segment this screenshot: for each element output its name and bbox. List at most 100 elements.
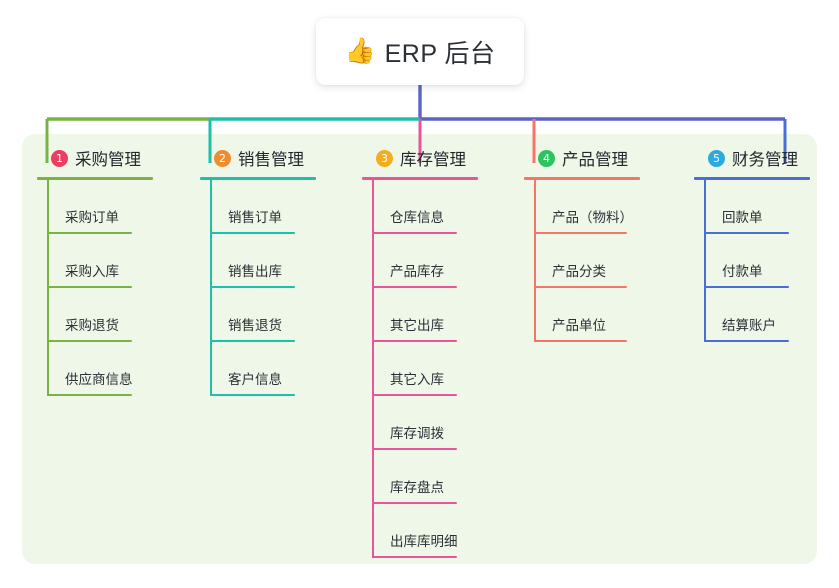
leaf-underline bbox=[534, 231, 627, 234]
leaf-label: 回款单 bbox=[722, 209, 763, 225]
leaf-label: 客户信息 bbox=[228, 371, 282, 387]
leaf-item[interactable]: 销售订单 bbox=[200, 180, 316, 234]
leaf-label: 库存调拨 bbox=[390, 425, 444, 441]
branch-title: 产品管理 bbox=[562, 151, 628, 169]
branch-column-1: 1 采购管理采购订单采购入库采购退货供应商信息 bbox=[37, 145, 153, 396]
leaf-item[interactable]: 供应商信息 bbox=[37, 342, 153, 396]
leaf-underline bbox=[47, 285, 132, 288]
branch-spine bbox=[47, 179, 49, 396]
leaf-underline bbox=[372, 339, 457, 342]
leaf-label: 采购入库 bbox=[65, 263, 119, 279]
leaf-label: 销售退货 bbox=[228, 317, 282, 333]
leaf-item[interactable]: 付款单 bbox=[694, 234, 810, 288]
branch-header-4[interactable]: 4 产品管理 bbox=[524, 145, 640, 171]
leaf-item[interactable]: 销售出库 bbox=[200, 234, 316, 288]
leaf-label: 库存盘点 bbox=[390, 479, 444, 495]
leaf-label: 其它入库 bbox=[390, 371, 444, 387]
leaf-item[interactable]: 产品（物料） bbox=[524, 180, 640, 234]
leaf-item[interactable]: 采购订单 bbox=[37, 180, 153, 234]
leaf-label: 产品库存 bbox=[390, 263, 444, 279]
branch-column-3: 3 库存管理仓库信息产品库存其它出库其它入库库存调拨库存盘点出库库明细 bbox=[362, 145, 478, 558]
branch-number-badge: 5 bbox=[708, 149, 725, 167]
branch-leaf-list: 产品（物料） 产品分类产品单位 bbox=[524, 179, 640, 342]
branch-title: 销售管理 bbox=[238, 151, 304, 169]
branch-column-5: 5 财务管理回款单付款单结算账户 bbox=[694, 145, 810, 342]
leaf-item[interactable]: 产品单位 bbox=[524, 288, 640, 342]
leaf-label: 其它出库 bbox=[390, 317, 444, 333]
leaf-label: 销售订单 bbox=[228, 209, 282, 225]
leaf-label: 结算账户 bbox=[722, 317, 776, 333]
branch-number-badge: 1 bbox=[51, 149, 68, 167]
leaf-item[interactable]: 其它出库 bbox=[362, 288, 478, 342]
branch-column-4: 4 产品管理产品（物料） 产品分类产品单位 bbox=[524, 145, 640, 342]
leaf-underline bbox=[372, 285, 457, 288]
branch-header-1[interactable]: 1 采购管理 bbox=[37, 145, 153, 171]
branch-number-badge: 4 bbox=[538, 149, 555, 167]
branch-underline bbox=[694, 177, 810, 180]
leaf-item[interactable]: 采购退货 bbox=[37, 288, 153, 342]
leaf-item[interactable]: 库存调拨 bbox=[362, 396, 478, 450]
leaf-item[interactable]: 库存盘点 bbox=[362, 450, 478, 504]
branch-column-2: 2 销售管理销售订单销售出库销售退货客户信息 bbox=[200, 145, 316, 396]
root-node-card[interactable]: 👍 ERP 后台 bbox=[316, 18, 524, 85]
leaf-underline bbox=[372, 231, 457, 234]
branch-header-2[interactable]: 2 销售管理 bbox=[200, 145, 316, 171]
leaf-underline bbox=[372, 501, 457, 504]
leaf-underline bbox=[210, 231, 295, 234]
leaf-underline bbox=[704, 285, 789, 288]
leaf-label: 出库库明细 bbox=[390, 533, 458, 549]
branch-title: 采购管理 bbox=[75, 151, 141, 169]
leaf-underline bbox=[534, 285, 627, 288]
content-panel bbox=[22, 134, 817, 564]
leaf-underline bbox=[372, 447, 457, 450]
leaf-item[interactable]: 采购入库 bbox=[37, 234, 153, 288]
branch-leaf-list: 销售订单销售出库销售退货客户信息 bbox=[200, 179, 316, 396]
leaf-underline bbox=[210, 339, 295, 342]
branch-title: 财务管理 bbox=[732, 151, 798, 169]
leaf-label: 产品（物料） bbox=[552, 209, 633, 225]
leaf-item[interactable]: 回款单 bbox=[694, 180, 810, 234]
leaf-underline bbox=[210, 393, 295, 396]
branch-spine bbox=[372, 179, 374, 558]
branch-underline bbox=[524, 177, 640, 180]
leaf-item[interactable]: 其它入库 bbox=[362, 342, 478, 396]
leaf-label: 采购订单 bbox=[65, 209, 119, 225]
leaf-underline bbox=[534, 339, 627, 342]
leaf-underline bbox=[210, 285, 295, 288]
leaf-item[interactable]: 出库库明细 bbox=[362, 504, 478, 558]
branch-leaf-list: 仓库信息产品库存其它出库其它入库库存调拨库存盘点出库库明细 bbox=[362, 179, 478, 558]
leaf-underline bbox=[372, 555, 457, 558]
leaf-underline bbox=[47, 339, 132, 342]
branch-number-badge: 3 bbox=[376, 149, 393, 167]
branch-underline bbox=[200, 177, 316, 180]
leaf-item[interactable]: 结算账户 bbox=[694, 288, 810, 342]
branch-title: 库存管理 bbox=[400, 151, 466, 169]
leaf-item[interactable]: 产品库存 bbox=[362, 234, 478, 288]
branch-underline bbox=[37, 177, 153, 180]
branch-leaf-list: 回款单付款单结算账户 bbox=[694, 179, 810, 342]
root-node-title: ERP 后台 bbox=[384, 39, 496, 68]
leaf-label: 销售出库 bbox=[228, 263, 282, 279]
thumbs-up-emoji: 👍 bbox=[344, 37, 376, 65]
leaf-item[interactable]: 销售退货 bbox=[200, 288, 316, 342]
leaf-underline bbox=[47, 231, 132, 234]
leaf-label: 产品分类 bbox=[552, 263, 606, 279]
branch-header-5[interactable]: 5 财务管理 bbox=[694, 145, 810, 171]
leaf-item[interactable]: 产品分类 bbox=[524, 234, 640, 288]
leaf-underline bbox=[704, 339, 789, 342]
leaf-item[interactable]: 仓库信息 bbox=[362, 180, 478, 234]
leaf-label: 产品单位 bbox=[552, 317, 606, 333]
branch-spine bbox=[210, 179, 212, 396]
leaf-label: 付款单 bbox=[722, 263, 763, 279]
leaf-underline bbox=[47, 393, 132, 396]
branch-spine bbox=[704, 179, 706, 342]
branch-spine bbox=[534, 179, 536, 342]
leaf-underline bbox=[372, 393, 457, 396]
branch-number-badge: 2 bbox=[214, 149, 231, 167]
branch-header-3[interactable]: 3 库存管理 bbox=[362, 145, 478, 171]
leaf-label: 采购退货 bbox=[65, 317, 119, 333]
leaf-item[interactable]: 客户信息 bbox=[200, 342, 316, 396]
branch-underline bbox=[362, 177, 478, 180]
